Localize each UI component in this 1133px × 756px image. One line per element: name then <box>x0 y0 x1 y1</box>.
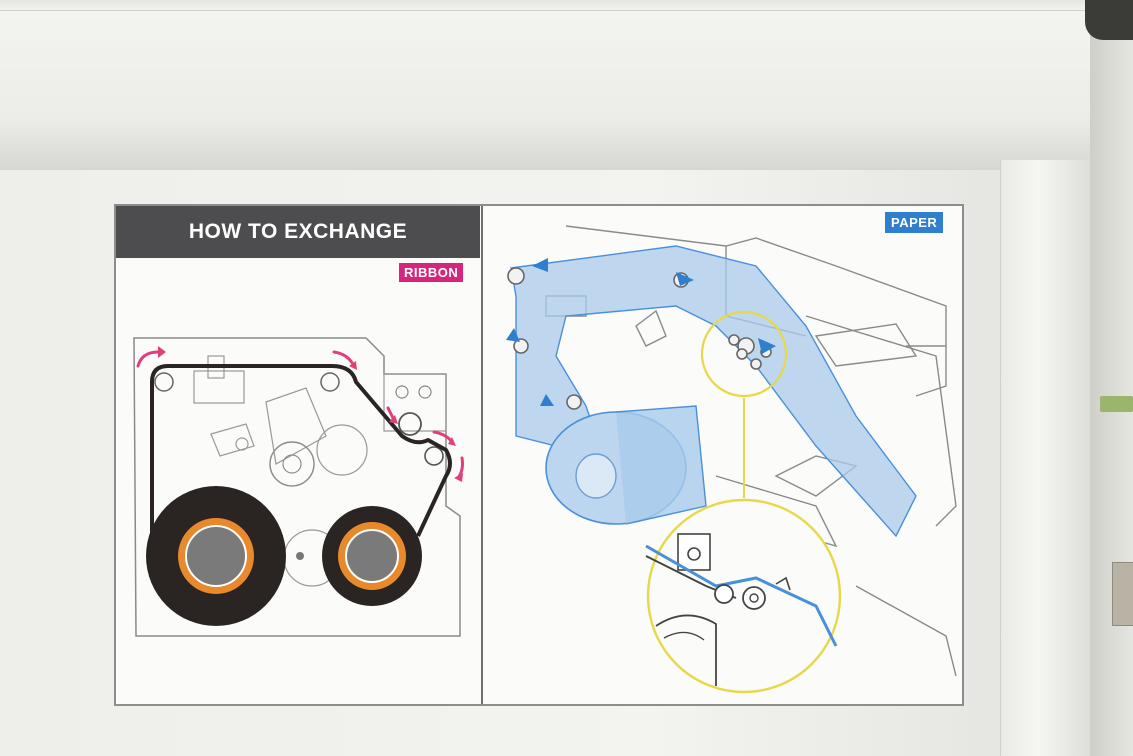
side-latch[interactable] <box>1112 562 1133 626</box>
ribbon-path <box>150 364 452 556</box>
guide-block <box>193 370 245 404</box>
guide-roller-top <box>320 372 340 392</box>
panel-divider <box>481 206 483 704</box>
head-roller <box>398 412 422 436</box>
label-title: HOW TO EXCHANGE <box>116 206 480 258</box>
printer-side-panel <box>1090 0 1133 756</box>
printer-housing-top <box>0 0 1090 172</box>
guide-roller-left <box>154 372 174 392</box>
zoom-detail <box>645 533 838 686</box>
ribbon-tag: RIBBON <box>399 263 464 282</box>
housing-seam <box>0 0 1090 11</box>
side-cap <box>1085 0 1133 40</box>
zoom-source-circle <box>700 310 788 398</box>
paper-web <box>510 245 917 538</box>
direction-arrow-icon <box>506 258 776 406</box>
ribbon-diagram <box>133 337 464 637</box>
side-tag <box>1100 396 1133 412</box>
instruction-label: HOW TO EXCHANGE RIBBON PAPER <box>114 204 964 706</box>
paper-tag: PAPER <box>885 212 944 233</box>
tension-roller <box>424 446 444 466</box>
housing-frame-edge <box>1000 160 1093 756</box>
drive-gear <box>269 441 315 487</box>
mechanism-frame <box>133 337 461 637</box>
arm-plate <box>265 387 327 465</box>
paper-diagram <box>506 225 957 694</box>
paper-roll-core <box>575 453 617 499</box>
